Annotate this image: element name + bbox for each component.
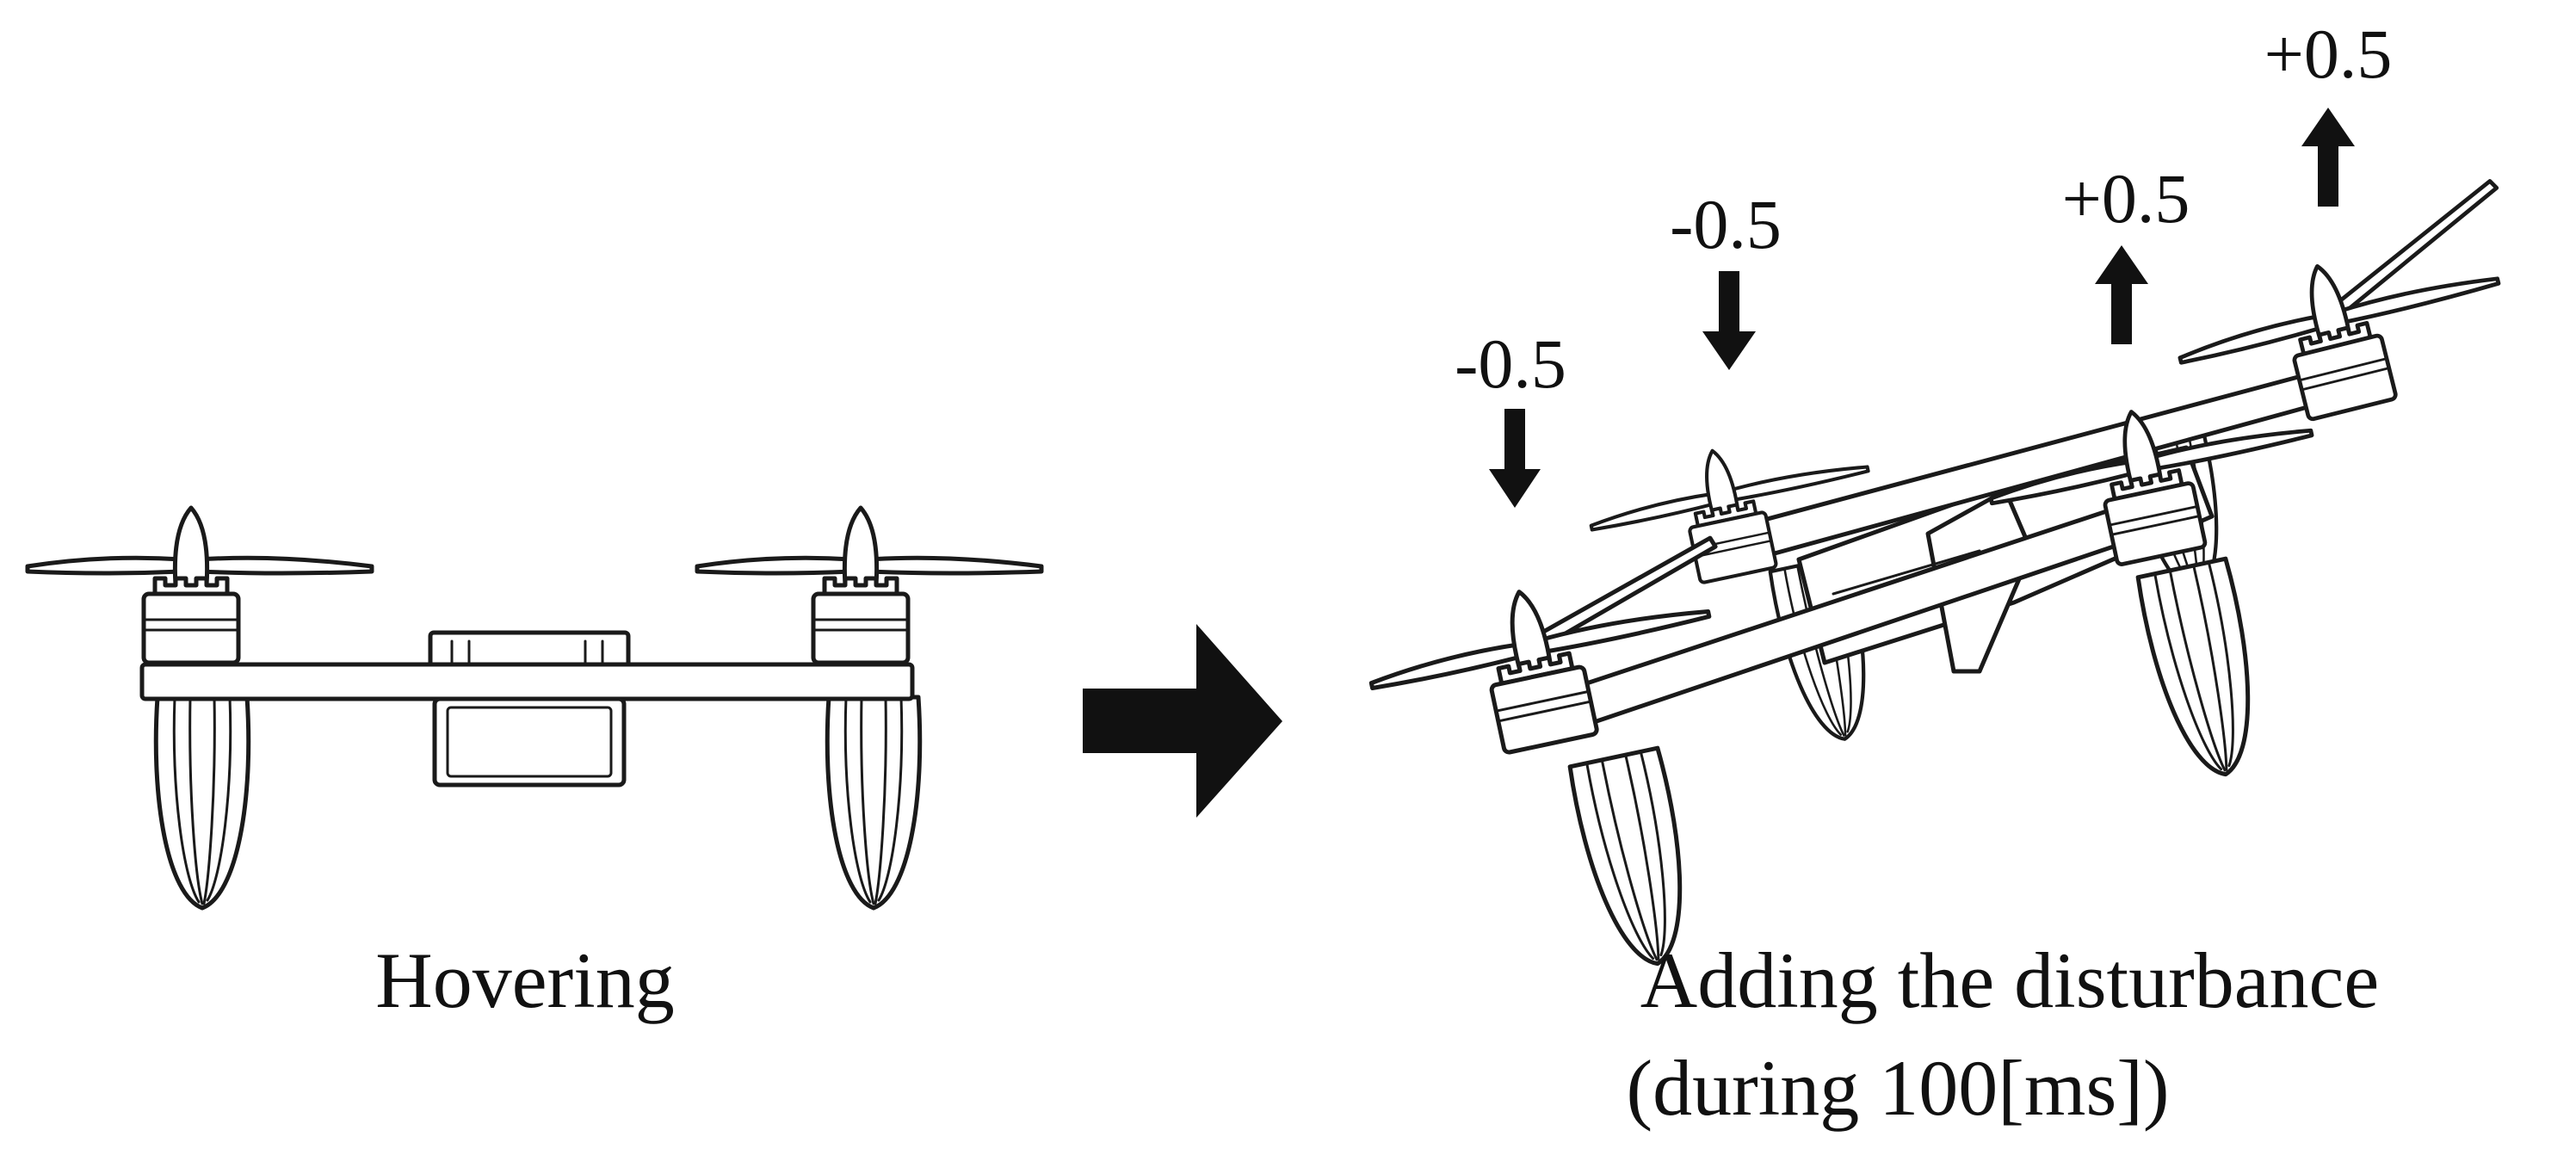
up-arrow-icon (2301, 108, 2355, 207)
disturbed-drone (1356, 179, 2540, 973)
down-arrow-icon (1489, 409, 1541, 508)
disturbance-value: +0.5 (2264, 15, 2393, 93)
disturbance-front-left: -0.5 (1455, 324, 1566, 508)
hovering-drone (28, 508, 1041, 908)
disturbance-value: -0.5 (1670, 185, 1782, 263)
disturbance-value: +0.5 (2062, 159, 2190, 238)
disturbance-rear-right: +0.5 (2264, 15, 2393, 207)
disturbance-value: -0.5 (1455, 324, 1566, 403)
hovering-caption: Hovering (375, 936, 674, 1024)
disturbance-rear-left: -0.5 (1670, 185, 1782, 370)
disturbance-caption-line1: Adding the disturbance (1640, 936, 2379, 1024)
disturbance-caption-line2: (during 100[ms]) (1626, 1044, 2169, 1132)
down-arrow-icon (1702, 271, 1756, 370)
up-arrow-icon (2095, 245, 2148, 344)
transition-arrow-icon (1083, 624, 1282, 818)
disturbance-front-right: +0.5 (2062, 159, 2190, 344)
